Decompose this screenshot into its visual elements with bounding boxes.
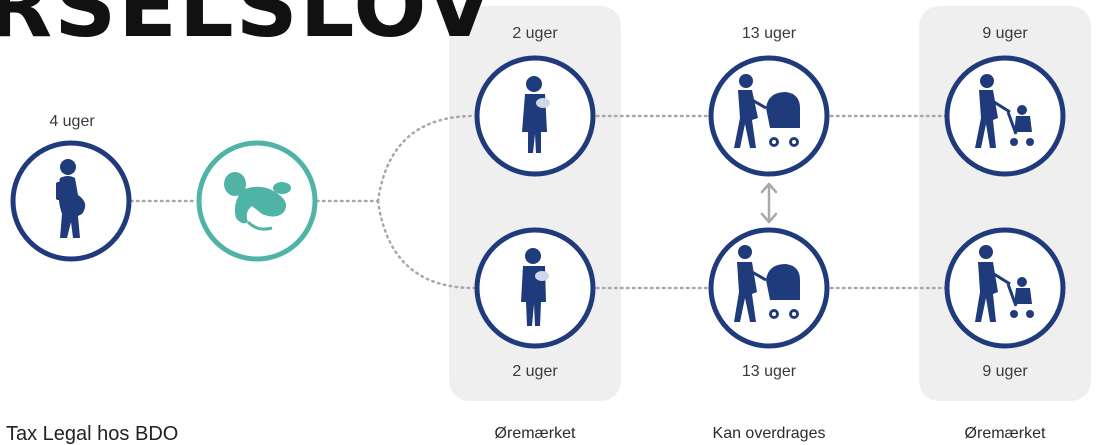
credit-text: Tax Legal hos BDO xyxy=(6,423,178,445)
footer-label-earmarked-right: Øremærket xyxy=(965,425,1046,442)
weeks-label-bottom-3: 9 uger xyxy=(982,363,1028,380)
footer-label-transferable: Kan overdrages xyxy=(713,425,826,442)
dotted-connectors xyxy=(129,114,948,290)
mother-with-pram-icon xyxy=(708,55,830,177)
father-holding-baby-icon xyxy=(474,227,596,349)
pregnant-woman-icon xyxy=(10,140,132,262)
weeks-label-bottom-1: 2 uger xyxy=(512,363,558,380)
baby-icon xyxy=(196,140,318,262)
double-arrow-icon xyxy=(760,182,778,224)
footer-label-earmarked-left: Øremærket xyxy=(495,425,576,442)
weeks-label-top-1: 2 uger xyxy=(512,25,558,42)
weeks-label-top-2: 13 uger xyxy=(742,25,797,42)
weeks-label-bottom-2: 13 uger xyxy=(742,363,797,380)
father-with-pram-icon xyxy=(708,227,830,349)
mother-holding-baby-icon xyxy=(474,55,596,177)
weeks-label-pregnancy: 4 uger xyxy=(49,113,95,130)
father-with-stroller-icon xyxy=(944,227,1066,349)
mother-with-stroller-icon xyxy=(944,55,1066,177)
page-title: RSELSLOV xyxy=(0,0,495,57)
weeks-label-top-3: 9 uger xyxy=(982,25,1028,42)
